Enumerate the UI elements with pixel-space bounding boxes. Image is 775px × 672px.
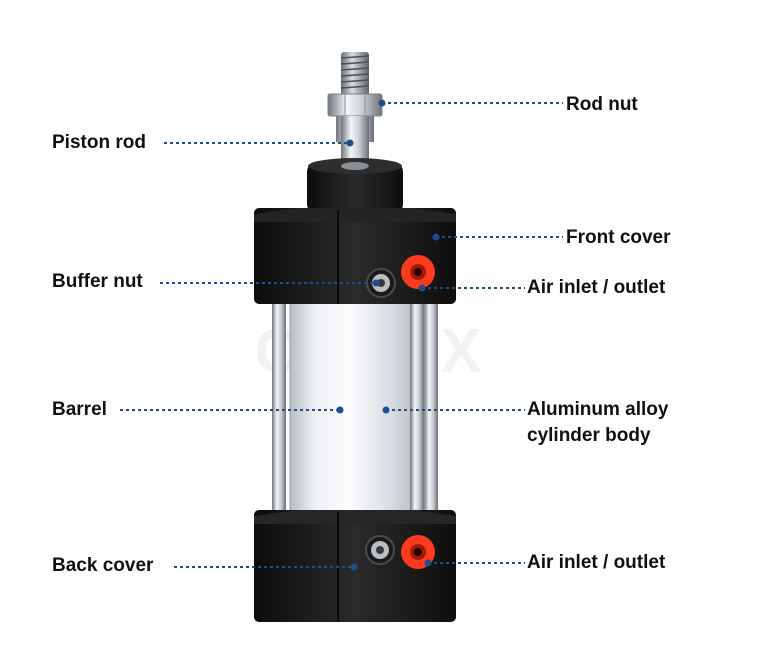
rod-thread (340, 52, 370, 96)
dot-back-cover (350, 563, 358, 571)
dot-piston-rod (346, 139, 354, 147)
dot-air-port-bottom (424, 559, 432, 567)
dot-rod-nut (378, 99, 386, 107)
dot-barrel (336, 406, 344, 414)
label-buffer-nut: Buffer nut (52, 271, 143, 292)
label-air-port-bottom: Air inlet / outlet (527, 552, 666, 573)
label-cylinder-body-line1: Aluminum alloy (527, 399, 669, 420)
dot-air-port-top (418, 284, 426, 292)
label-cylinder-body: Aluminum alloy cylinder body (527, 397, 668, 449)
front-boss (307, 158, 403, 214)
label-air-port-top: Air inlet / outlet (527, 277, 666, 298)
dot-cylinder-body (382, 406, 390, 414)
dot-buffer-nut (372, 279, 380, 287)
label-barrel: Barrel (52, 399, 107, 420)
aluminum-body-part (289, 300, 425, 522)
label-back-cover: Back cover (52, 555, 154, 576)
rod-nut-part (327, 93, 383, 117)
air-port-top-part (401, 255, 435, 289)
dot-front-cover (432, 233, 440, 241)
label-rod-nut: Rod nut (566, 94, 638, 115)
label-front-cover: Front cover (566, 227, 671, 248)
label-cylinder-body-line2: cylinder body (527, 425, 651, 446)
piston-rod-part (336, 116, 374, 164)
front-cover-part (254, 208, 456, 304)
buffer-screw-top (366, 268, 396, 298)
buffer-screw-bottom (365, 535, 395, 565)
label-piston-rod: Piston rod (52, 132, 146, 153)
